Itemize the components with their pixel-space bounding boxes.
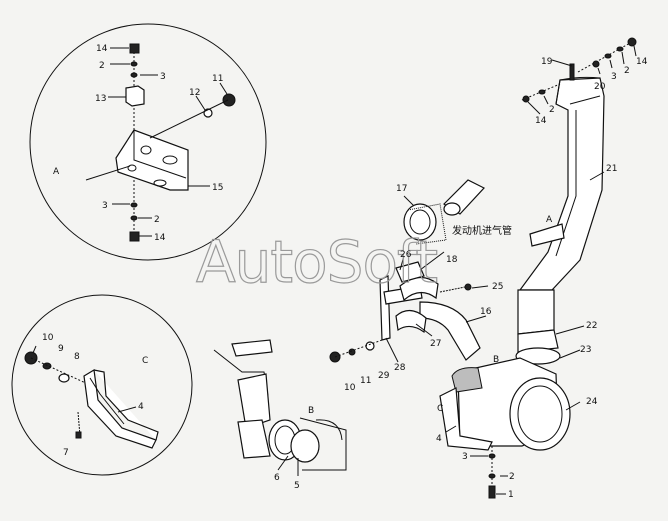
callout-26: 26 <box>400 250 412 260</box>
view-label-c-main: C <box>437 404 443 414</box>
washer-2-main <box>488 473 496 479</box>
washer-3-main <box>488 453 496 459</box>
bracket-4-main <box>439 387 493 451</box>
callout-13: 13 <box>95 94 106 104</box>
callout-16: 16 <box>480 307 492 317</box>
callout-2-a-bottom: 2 <box>154 215 160 225</box>
washer-9 <box>42 362 52 370</box>
watermark: AutoSoft <box>196 228 437 296</box>
view-label-b-detail: B <box>308 406 314 416</box>
callout-14-left: 14 <box>535 116 547 126</box>
washer-20 <box>592 60 600 68</box>
clamp-23 <box>515 347 561 365</box>
nut-14-top-right <box>627 37 637 47</box>
mount-bracket-b <box>231 339 273 357</box>
callout-9: 9 <box>58 344 64 354</box>
callout-3-main: 3 <box>462 452 468 462</box>
callout-4-main: 4 <box>436 434 442 444</box>
callout-18: 18 <box>446 255 458 265</box>
callout-10-c: 10 <box>42 333 54 343</box>
connector-22 <box>517 289 555 335</box>
callout-12: 12 <box>189 88 200 98</box>
partial-view-b <box>213 339 347 476</box>
callout-29: 29 <box>378 371 390 381</box>
callout-17: 17 <box>396 184 407 194</box>
detail-circle-c <box>11 294 193 476</box>
bolt-1 <box>488 485 496 499</box>
hose-6 <box>290 429 320 463</box>
washer-3-top <box>130 72 138 78</box>
hose-clamp-17 <box>403 203 437 241</box>
callout-21: 21 <box>606 164 617 174</box>
view-label-c-circle: C <box>142 356 148 366</box>
outlet-hose-16 <box>419 301 481 361</box>
callout-7: 7 <box>63 448 69 458</box>
washer-2-top <box>130 61 138 67</box>
callout-14-top-right: 14 <box>636 57 648 67</box>
bracket-19 <box>569 63 575 81</box>
callout-14-a-top: 14 <box>96 44 108 54</box>
washer-11-main <box>348 348 356 356</box>
clip-18 <box>395 261 425 283</box>
callout-14-a-bottom: 14 <box>154 233 166 243</box>
callout-2-top-right: 2 <box>624 66 630 76</box>
pipe-bracket-a <box>529 223 565 247</box>
intake-pipe-21 <box>518 77 605 291</box>
callout-2-left: 2 <box>549 105 555 115</box>
labels: 发动机进气管 A A C C B B 14 2 3 13 12 11 15 3 … <box>42 44 648 500</box>
washer-2-top-right <box>616 46 624 52</box>
callout-11-main: 11 <box>360 376 371 386</box>
callout-19: 19 <box>541 57 553 67</box>
callout-4-c: 4 <box>138 402 144 412</box>
nut-14-bottom <box>129 231 140 242</box>
view-label-a-main: A <box>546 215 553 225</box>
callout-1: 1 <box>508 490 514 500</box>
callout-2-main: 2 <box>509 472 515 482</box>
callout-27: 27 <box>430 339 441 349</box>
callout-8: 8 <box>74 352 80 362</box>
callout-3-a-bottom: 3 <box>102 201 108 211</box>
bolt-25 <box>464 283 472 291</box>
nut-14-top <box>129 43 140 54</box>
strap-27 <box>395 309 427 334</box>
air-cleaner-cover <box>509 377 571 451</box>
callout-22: 22 <box>586 321 597 331</box>
bolt-7 <box>75 431 82 439</box>
washer-2-left <box>538 89 546 95</box>
view-label-a-circle: A <box>53 167 60 177</box>
view-label-b-main: B <box>493 355 499 365</box>
callout-3-a-top: 3 <box>160 72 166 82</box>
washer-2-bottom <box>130 215 138 221</box>
main-assembly <box>329 37 637 499</box>
washer-3-bottom <box>130 202 138 208</box>
callout-28: 28 <box>394 363 406 373</box>
callout-23: 23 <box>580 345 591 355</box>
nut-14-left <box>522 95 530 103</box>
callout-6: 6 <box>274 473 280 483</box>
callout-5: 5 <box>294 481 300 491</box>
callout-3-top-right: 3 <box>611 72 617 82</box>
callout-11-a: 11 <box>212 74 223 84</box>
callout-20: 20 <box>594 82 606 92</box>
detail-circle-a <box>29 23 267 261</box>
elbow-pipe-b <box>237 373 271 429</box>
callout-25: 25 <box>492 282 503 292</box>
rubber-sleeve-22 <box>517 329 559 353</box>
bolt-11 <box>222 93 236 107</box>
washer-8 <box>58 373 70 383</box>
washer-3-top-right <box>604 53 612 59</box>
callout-2-a-top: 2 <box>99 61 105 71</box>
engine-intake-label: 发动机进气管 <box>452 224 512 237</box>
callout-24: 24 <box>586 397 598 407</box>
callout-15: 15 <box>212 183 223 193</box>
block-13 <box>125 85 145 107</box>
callout-10-main: 10 <box>344 383 356 393</box>
